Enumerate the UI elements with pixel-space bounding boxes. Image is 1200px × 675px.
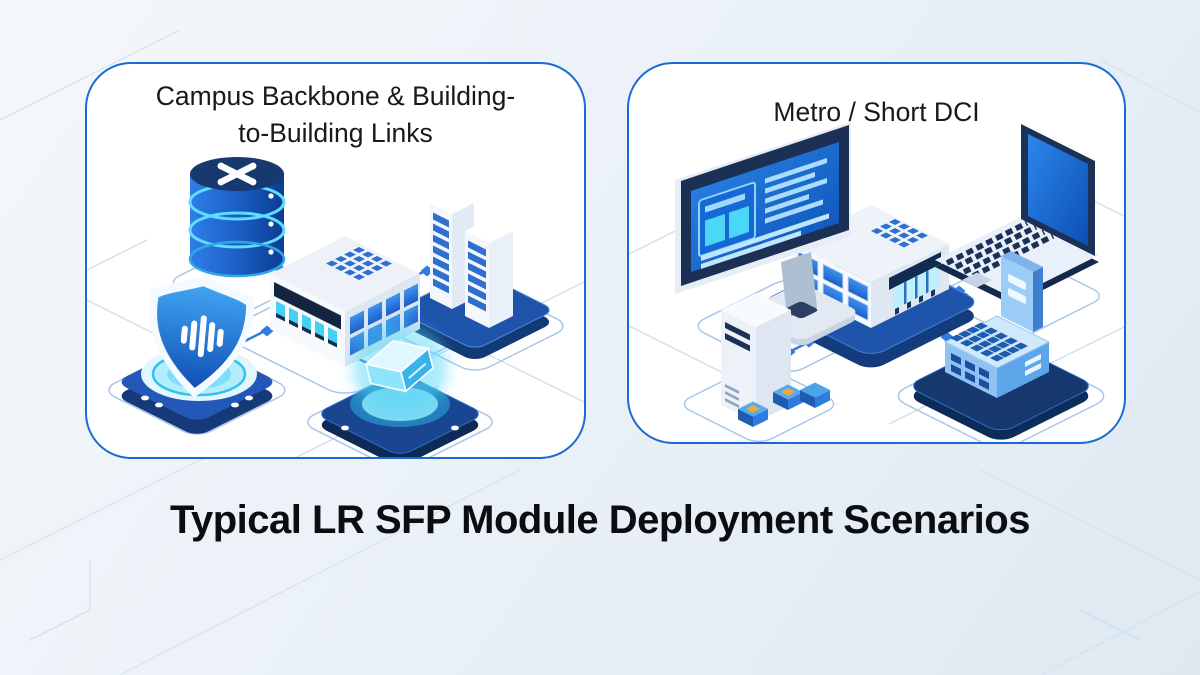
tower-front-slots (725, 321, 750, 408)
tower-server-icon (721, 293, 791, 422)
monitor-screen-content (698, 158, 829, 270)
switch-sfp-ports (274, 281, 341, 348)
metro-illustration (629, 122, 1124, 442)
panel-campus-title: Campus Backbone & Building-to-Building L… (155, 81, 516, 148)
edge-access-device-icon (906, 251, 1096, 440)
sfp-transceiver-blocks-icon (738, 382, 830, 427)
campus-server-buildings-icon (430, 192, 513, 328)
main-title: Typical LR SFP Module Deployment Scenari… (170, 498, 1030, 542)
laptop-touchpad (962, 272, 992, 288)
building-entrance (889, 252, 941, 316)
panel-campus-backbone: Campus Backbone & Building-to-Building L… (85, 62, 586, 459)
routing-database-icon (188, 157, 286, 278)
device-display-panel (1001, 251, 1043, 332)
metro-switch-building-icon (793, 205, 949, 328)
laptop-screen (1028, 134, 1088, 246)
aggregation-switch-icon (270, 236, 420, 367)
panel-metro-dci: Metro / Short DCI (627, 62, 1126, 444)
campus-illustration (87, 157, 584, 457)
shield-waveform (180, 315, 224, 358)
lr-sfp-module-icon (315, 324, 485, 457)
security-shield-icon (121, 276, 273, 434)
panel-metro-title: Metro / Short DCI (773, 97, 980, 127)
device-side-vents (1025, 354, 1041, 377)
device-front-ports (951, 352, 989, 390)
